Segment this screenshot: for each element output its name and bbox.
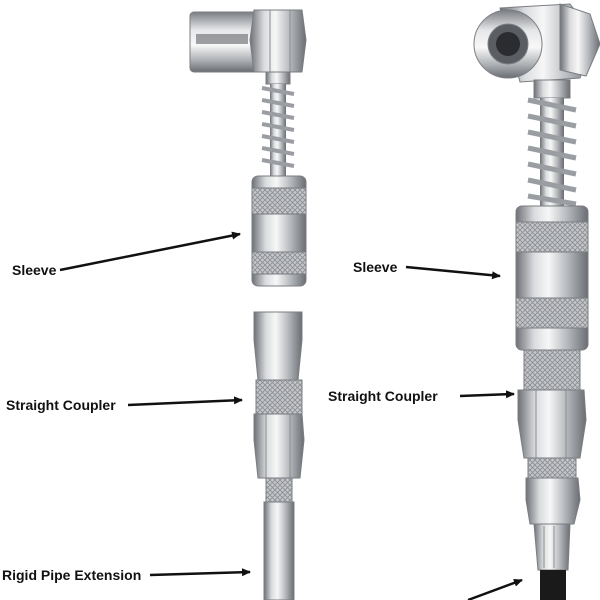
label-sleeve-left: Sleeve bbox=[12, 262, 57, 278]
right-hose-part bbox=[533, 523, 571, 600]
label-straight-coupler-right: Straight Coupler bbox=[328, 388, 438, 404]
left-spring bbox=[261, 84, 295, 176]
arrow-right-icon bbox=[127, 396, 243, 407]
arrow-right-icon bbox=[405, 265, 501, 280]
arrow-right-icon bbox=[59, 231, 241, 272]
arrow-right-icon bbox=[149, 568, 251, 577]
label-sleeve-right: Sleeve bbox=[353, 259, 398, 275]
right-coupler-assembly bbox=[473, 3, 600, 600]
right-straight-coupler-part bbox=[517, 349, 587, 525]
left-sleeve-part bbox=[251, 175, 307, 287]
label-straight-coupler-left: Straight Coupler bbox=[6, 397, 116, 413]
arrow-right-icon bbox=[467, 578, 523, 600]
label-rigid-pipe-extension: Rigid Pipe Extension bbox=[2, 567, 142, 583]
arrow-right-icon bbox=[459, 390, 515, 399]
right-hex-nut bbox=[559, 3, 600, 77]
left-straight-coupler-part bbox=[253, 311, 305, 479]
callout-arrows bbox=[59, 231, 523, 600]
right-spring bbox=[527, 97, 577, 207]
left-hex-nut bbox=[249, 9, 307, 73]
left-rigid-pipe-part bbox=[263, 477, 295, 600]
left-coupler-assembly bbox=[189, 9, 307, 600]
right-sleeve-part bbox=[515, 205, 589, 351]
